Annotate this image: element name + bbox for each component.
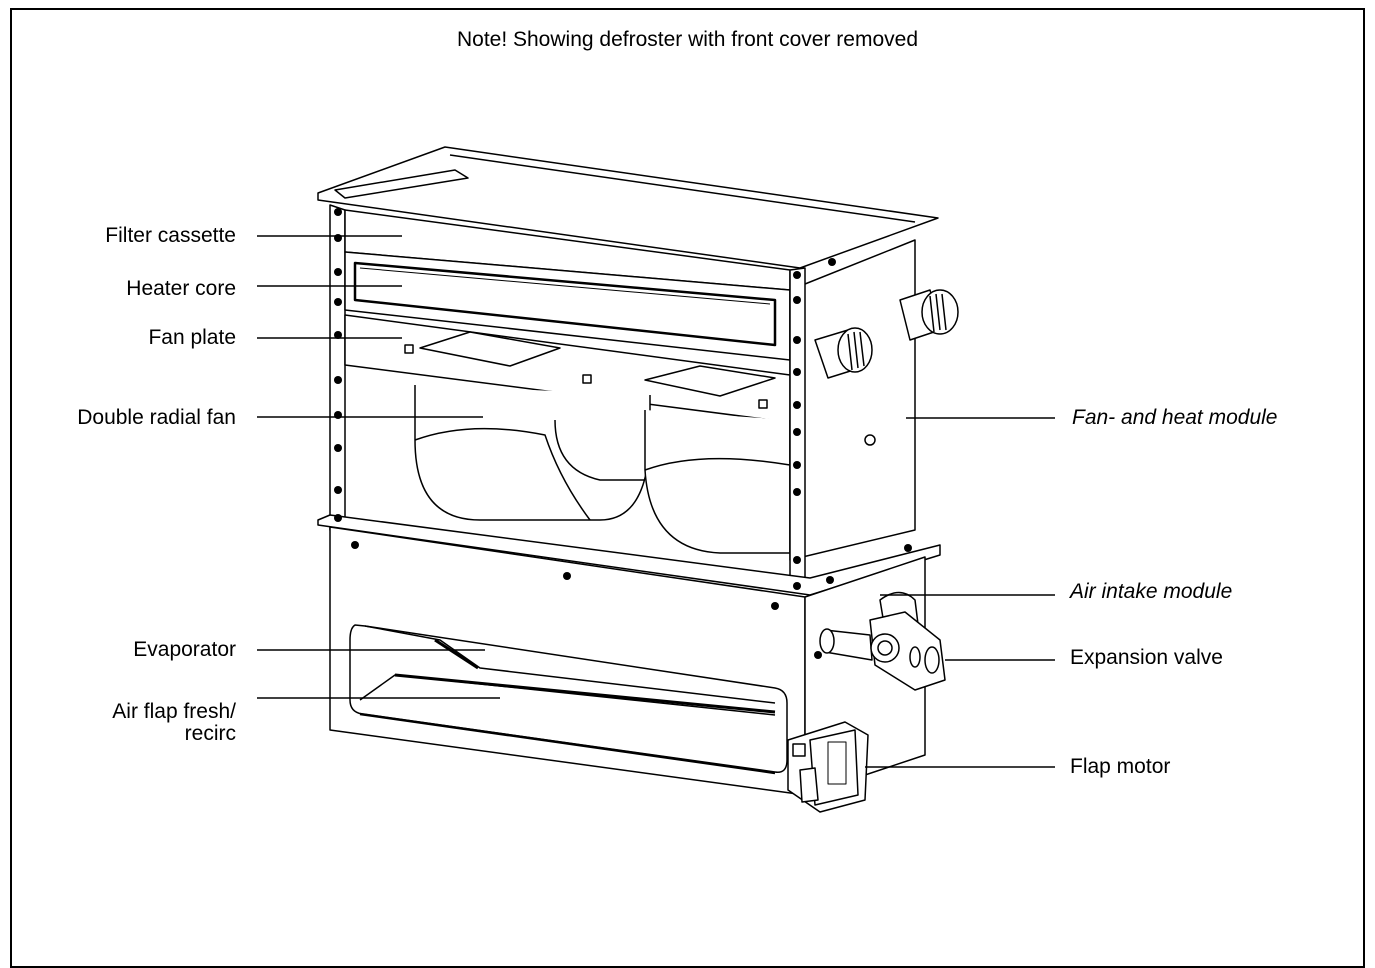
label-air-flap-line2: recirc — [184, 722, 236, 745]
label-evaporator: Evaporator — [133, 638, 236, 661]
top-flange — [317, 146, 939, 269]
note-text: Note! Showing defroster with front cover… — [456, 28, 919, 51]
leader-lines — [257, 235, 1055, 768]
label-air-intake-module: Air intake module — [1070, 580, 1233, 603]
label-air-flap-line1: Air flap fresh/ — [112, 700, 236, 723]
fan-hub — [554, 419, 645, 481]
fan-module-side — [789, 239, 916, 561]
fan-housing-left — [414, 385, 651, 521]
label-expansion-valve: Expansion valve — [1070, 646, 1223, 669]
top-inner-edge — [449, 154, 916, 223]
pipe-fitting-lower — [814, 327, 873, 379]
flap-motor-shape — [787, 721, 869, 813]
fan-housing-right — [644, 410, 791, 554]
fan-housing-left-inner — [414, 427, 591, 521]
label-flap-motor: Flap motor — [1070, 755, 1171, 778]
label-fan-heat-module: Fan- and heat module — [1072, 406, 1278, 429]
label-heater-core: Heater core — [126, 277, 236, 300]
filter-tab — [334, 169, 469, 199]
screw-holes — [334, 208, 912, 659]
label-double-radial-fan: Double radial fan — [77, 406, 236, 429]
expansion-valve-shape — [819, 611, 946, 691]
left-frame — [329, 204, 346, 531]
evaporator-shape — [364, 625, 776, 704]
label-filter-cassette: Filter cassette — [105, 224, 236, 247]
label-fan-plate: Fan plate — [148, 326, 236, 349]
pipe-fitting-upper — [899, 289, 959, 341]
